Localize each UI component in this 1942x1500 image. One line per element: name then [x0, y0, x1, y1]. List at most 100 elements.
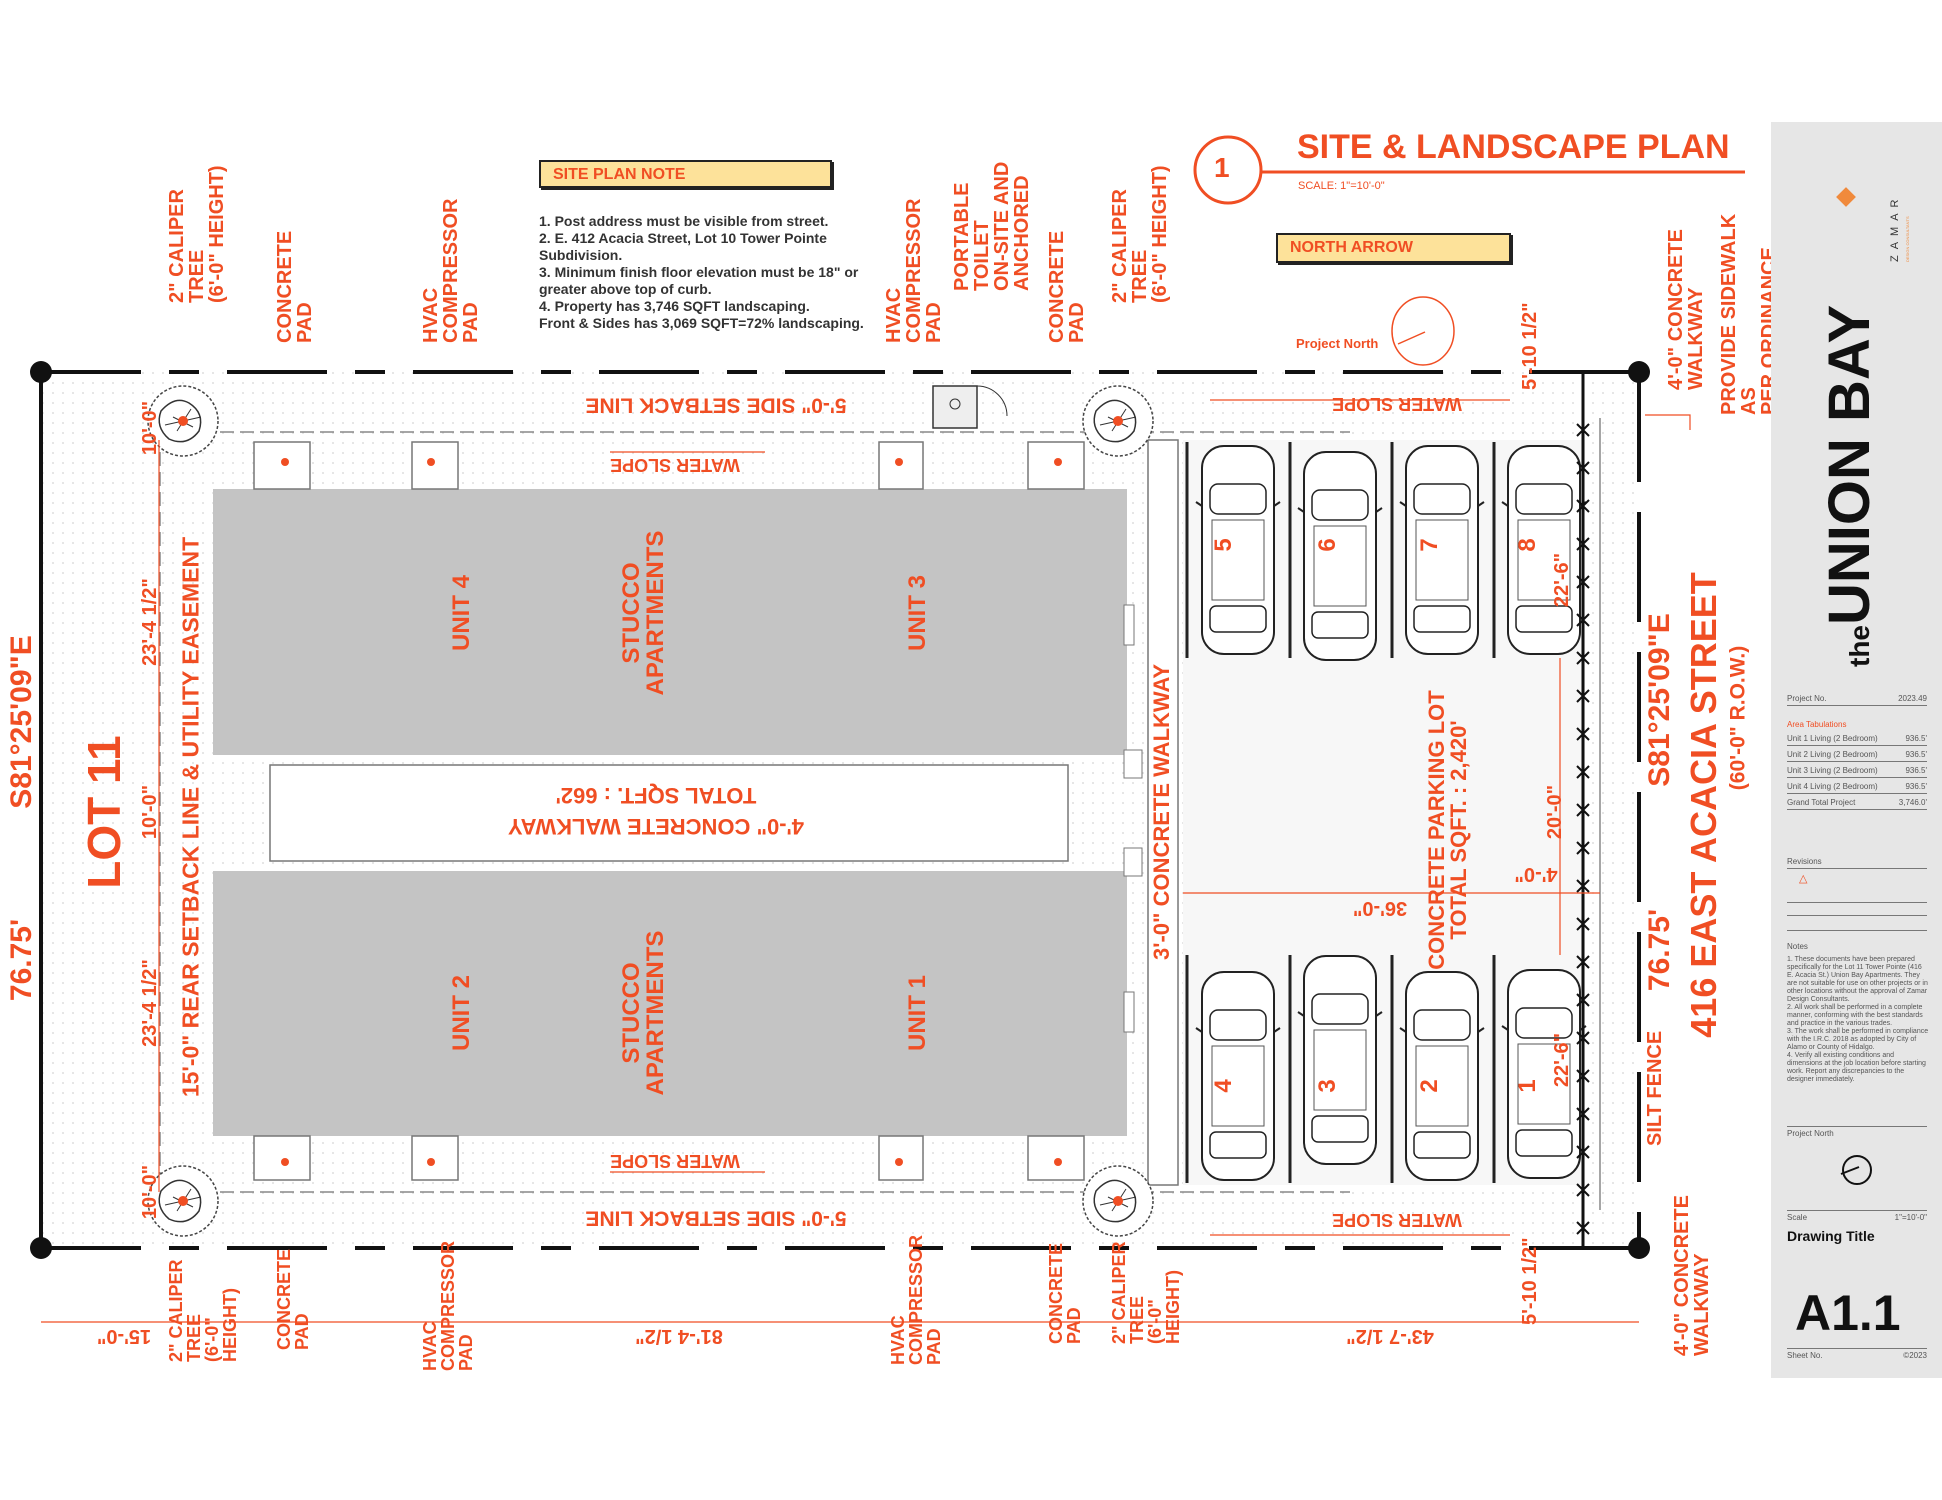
silt-fence-x-mark [1576, 689, 1590, 703]
site-plan-note-heading: SITE PLAN NOTE [539, 160, 832, 188]
tree-callout-bottom-left: 2" CALIPER TREE (6'-0" HEIGHT) [166, 1259, 240, 1362]
car-icon [1195, 971, 1281, 1181]
note-item: 2. E. 412 Acacia Street, Lot 10 Tower Po… [539, 230, 827, 263]
silt-fence-x-mark [1576, 1107, 1590, 1121]
drawing-number: 1 [1214, 152, 1230, 183]
building-top [213, 489, 1127, 755]
dim-left: 23'-4 1/2" [139, 578, 161, 666]
concrete-pad-callout: CONCRETE PAD [1046, 230, 1088, 343]
area-row: Unit 4 Living (2 Bedroom)936.5' [1787, 782, 1927, 794]
note-item: 1. Post address must be visible from str… [539, 213, 829, 229]
space-number: 3 [1314, 1079, 1341, 1093]
right-of-way: (60'-0" R.O.W.) [1726, 645, 1750, 791]
walk-width-dim: 4'-0" [1514, 863, 1558, 885]
space-length-dim: 22'-6" [1551, 1032, 1573, 1088]
lot-name: LOT 11 [78, 735, 130, 889]
north-arrow-icon [1391, 296, 1455, 366]
bottom-dim: 81'-4 1/2" [635, 1325, 723, 1347]
building-type-label: STUCCO APARTMENTS [618, 930, 669, 1096]
drawing-title: SITE & LANDSCAPE PLAN [1297, 128, 1730, 166]
building-bottom [213, 871, 1127, 1136]
value: 936.5' [1905, 734, 1927, 743]
dim-left: 10'-0" [139, 1164, 161, 1220]
space-number: 7 [1416, 538, 1443, 552]
center-walkway-label: 4'-0" CONCRETE WALKWAY [508, 814, 804, 839]
revisions-row: Revisions [1787, 857, 1927, 869]
value: 1"=10'-0" [1894, 1213, 1927, 1222]
note-item: 4. Property has 3,746 SQFT landscaping. [539, 298, 810, 314]
dim-left: 23'-4 1/2" [139, 959, 161, 1047]
silt-fence-x-mark [1576, 727, 1590, 741]
note-item: Front & Sides has 3,069 SQFT=72% landsca… [539, 315, 864, 331]
aisle-width-dim: 20'-0" [1544, 784, 1566, 840]
firm-subtitle: DESIGN CONSULTANTS [1905, 216, 1910, 262]
hvac-callout: HVAC COMPRESSOR PAD [883, 198, 945, 343]
project-north-label: Project North [1296, 336, 1379, 351]
value: 2023.49 [1898, 694, 1927, 703]
walkway-callout-top: 4'-0" CONCRETE WALKWAY [1665, 229, 1707, 390]
title-block: ZAMAR DESIGN CONSULTANTS theUNION BAY Pr… [1771, 122, 1942, 1378]
silt-fence-x-mark [1576, 879, 1590, 893]
label: Unit 2 Living (2 Bedroom) [1787, 750, 1878, 759]
project-logo: theUNION BAY [1817, 305, 1882, 667]
site-plan-notes: 1. Post address must be visible from str… [539, 213, 869, 332]
hvac-callout: HVAC COMPRESSOR PAD [420, 198, 482, 343]
project-north-icon [1840, 1155, 1872, 1185]
bearing-right: S81°25'09"E [1643, 613, 1676, 787]
notes-label: Notes [1787, 942, 1808, 951]
project-prefix: the [1844, 625, 1875, 667]
silt-fence-x-mark [1576, 499, 1590, 513]
area-heading: Area Tabulations [1787, 720, 1847, 729]
concrete-pad-callout: CONCRETE PAD [274, 1248, 312, 1350]
dim-left: 10'-0" [139, 784, 161, 840]
hvac-callout: HVAC COMPRESSOR PAD [420, 1240, 476, 1371]
space-number: 8 [1514, 538, 1541, 552]
value: 936.5' [1905, 766, 1927, 775]
value: 3,746.0' [1898, 798, 1927, 807]
tree-callout-top-right: 2" CALIPER TREE (6'-0" HEIGHT) [1109, 165, 1171, 303]
length-right: 76.75' [1643, 908, 1676, 992]
unit-1-label: UNIT 1 [904, 974, 931, 1052]
lot-depth-dim: 36'-0" [1352, 897, 1408, 919]
area-row: Unit 1 Living (2 Bedroom)936.5' [1787, 734, 1927, 746]
project-no-row: Project No. 2023.49 [1787, 694, 1927, 706]
water-slope: WATER SLOPE [610, 455, 740, 475]
corner-markers [30, 361, 1650, 1259]
sheet-row: Sheet No.©2023 [1787, 1348, 1927, 1362]
rear-setback-label: 15'-0" REAR SETBACK LINE & UTILITY EASEM… [177, 536, 204, 1098]
label: Project No. [1787, 694, 1827, 703]
space-number: 2 [1416, 1079, 1443, 1093]
zamar-logo-icon [1836, 187, 1856, 207]
unit-3-label: UNIT 3 [904, 574, 931, 652]
label: Revisions [1787, 857, 1822, 866]
silt-fence-x-mark [1576, 1145, 1590, 1159]
silt-fence-x-mark [1576, 917, 1590, 931]
silt-fence-x-mark [1576, 537, 1590, 551]
side-walkway-label: 3'-0" CONCRETE WALKWAY [1149, 664, 1174, 960]
silt-fence-x-mark [1576, 461, 1590, 475]
bottom-dim: 15'-0" [96, 1325, 152, 1347]
project-name: UNION BAY [1817, 304, 1882, 625]
tree-icon [1082, 385, 1154, 457]
side-walkway [1147, 439, 1179, 1186]
area-row: Unit 2 Living (2 Bedroom)936.5' [1787, 750, 1927, 762]
car-icon [1195, 445, 1281, 655]
bearing-left: S81°25'09"E [5, 635, 38, 809]
space-number: 6 [1314, 538, 1341, 552]
silt-fence-x-mark [1576, 1221, 1590, 1235]
portable-toilet-callout: PORTABLE TOILET ON-SITE AND ANCHORED [951, 161, 1033, 291]
label: Unit 3 Living (2 Bedroom) [1787, 766, 1878, 775]
bottom-dim: 43'-7 1/2" [1346, 1325, 1434, 1347]
sheet-number: A1.1 [1795, 1285, 1901, 1341]
label: Unit 4 Living (2 Bedroom) [1787, 782, 1878, 791]
area-row: Unit 3 Living (2 Bedroom) 936.5' [1787, 766, 1927, 778]
water-slope: WATER SLOPE [1332, 394, 1462, 414]
dim-left: 10'-0" [139, 400, 161, 456]
silt-fence-x-mark [1576, 993, 1590, 1007]
firm-name: ZAMAR [1889, 193, 1901, 263]
label: Sheet No. [1787, 1351, 1823, 1360]
label: Grand Total Project [1787, 798, 1856, 807]
